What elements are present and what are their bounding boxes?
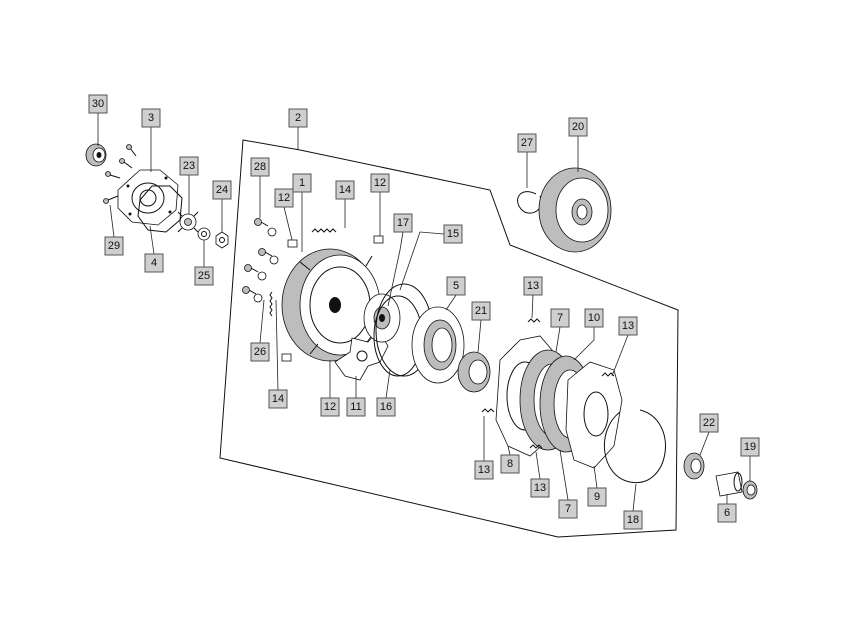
callout-9-label: 9 [594,491,600,503]
sleeve-part-6 [715,471,743,497]
callout-28-label: 28 [254,161,266,173]
snap-ring-part-27 [517,191,542,214]
callout-15: 15 [443,224,463,244]
bushing-part-21 [457,351,491,393]
bolts-part-28 [242,218,273,295]
callout-1-label: 1 [299,177,305,189]
bearing-part-30 [85,143,107,167]
callout-6-label: 6 [724,507,730,519]
screws-part-29 [103,144,137,204]
callout-18: 18 [623,510,643,530]
callout-13b-label: 13 [622,320,634,332]
callout-24-label: 24 [216,184,228,196]
callout-2-label: 2 [295,112,301,124]
callout-12b: 12 [370,173,390,193]
washer-part-25 [197,227,211,241]
callout-9: 9 [587,487,607,507]
callout-27: 27 [517,133,537,153]
callout-13c: 13 [474,460,494,480]
callout-8: 8 [500,454,520,474]
callout-4: 4 [144,253,164,273]
callout-25-label: 25 [198,270,210,282]
callout-10: 10 [584,308,604,328]
callout-11: 11 [346,397,366,417]
callout-13b: 13 [618,316,638,336]
callout-23: 23 [179,156,199,176]
callout-14a-label: 14 [339,184,351,196]
callout-5: 5 [446,276,466,296]
callout-1: 1 [292,173,312,193]
callout-12a: 12 [274,188,294,208]
callout-20: 20 [568,117,588,137]
callout-19: 19 [740,437,760,457]
callout-11-label: 11 [350,401,361,413]
callout-28: 28 [250,157,270,177]
gear-part-20 [538,167,612,253]
callout-12a-label: 12 [278,192,290,204]
ring-part-19 [742,480,758,500]
callout-2: 2 [288,108,308,128]
callout-21-label: 21 [475,305,487,317]
callout-8-label: 8 [507,458,513,470]
springs-part-13 [481,318,615,449]
callout-29: 29 [104,236,124,256]
callout-14b-label: 14 [272,393,284,405]
callout-23-label: 23 [183,160,195,172]
callout-26: 26 [250,342,270,362]
callout-10-label: 10 [588,312,600,324]
callout-17: 17 [393,213,413,233]
callout-14a: 14 [335,180,355,200]
callout-18-label: 18 [627,514,639,526]
callout-3-label: 3 [148,112,154,124]
callout-29-label: 29 [108,240,120,252]
callout-30: 30 [88,94,108,114]
callout-4-label: 4 [151,257,157,269]
callout-12b-label: 12 [374,177,386,189]
callout-30-label: 30 [92,98,104,110]
callout-13d: 13 [530,478,550,498]
callout-24: 24 [212,180,232,200]
callout-16-label: 16 [380,401,392,413]
callout-12c-label: 12 [324,401,336,413]
callout-22-label: 22 [703,417,715,429]
callout-27-label: 27 [521,137,533,149]
callout-13a: 13 [523,276,543,296]
callout-14b: 14 [268,389,288,409]
callout-12c: 12 [320,397,340,417]
callout-13d-label: 13 [534,482,546,494]
washers-part-26 [253,227,279,303]
callout-20-label: 20 [572,121,584,133]
callout-21: 21 [471,301,491,321]
callout-7a-label: 7 [557,312,563,324]
blocks-part-12 [281,235,384,362]
callout-25: 25 [194,266,214,286]
leader-lines [97,113,751,512]
callout-7b: 7 [558,499,578,519]
callout-7a: 7 [550,308,570,328]
callout-26-label: 26 [254,346,266,358]
callout-16: 16 [376,397,396,417]
outer-plate-part-9 [565,361,623,469]
clutch-housing-part-1 [281,248,386,362]
splined-ring-part-5 [411,306,465,384]
flange-part-23 [177,211,199,233]
cover-plate-part-3 [117,169,179,226]
callout-7b-label: 7 [565,503,571,515]
nut-part-24 [215,231,229,249]
callout-19-label: 19 [744,441,756,453]
callout-13c-label: 13 [478,464,490,476]
callout-13a-label: 13 [527,280,539,292]
callout-15-label: 15 [447,228,459,240]
callout-6: 6 [717,503,737,523]
circlip-part-18 [603,409,666,484]
callout-22: 22 [699,413,719,433]
needle-bearing-part-22 [683,452,705,480]
callout-3: 3 [141,108,161,128]
callout-17-label: 17 [397,217,409,229]
springs-part-14 [269,228,337,317]
callout-5-label: 5 [453,280,459,292]
assembly-frame [219,139,679,538]
